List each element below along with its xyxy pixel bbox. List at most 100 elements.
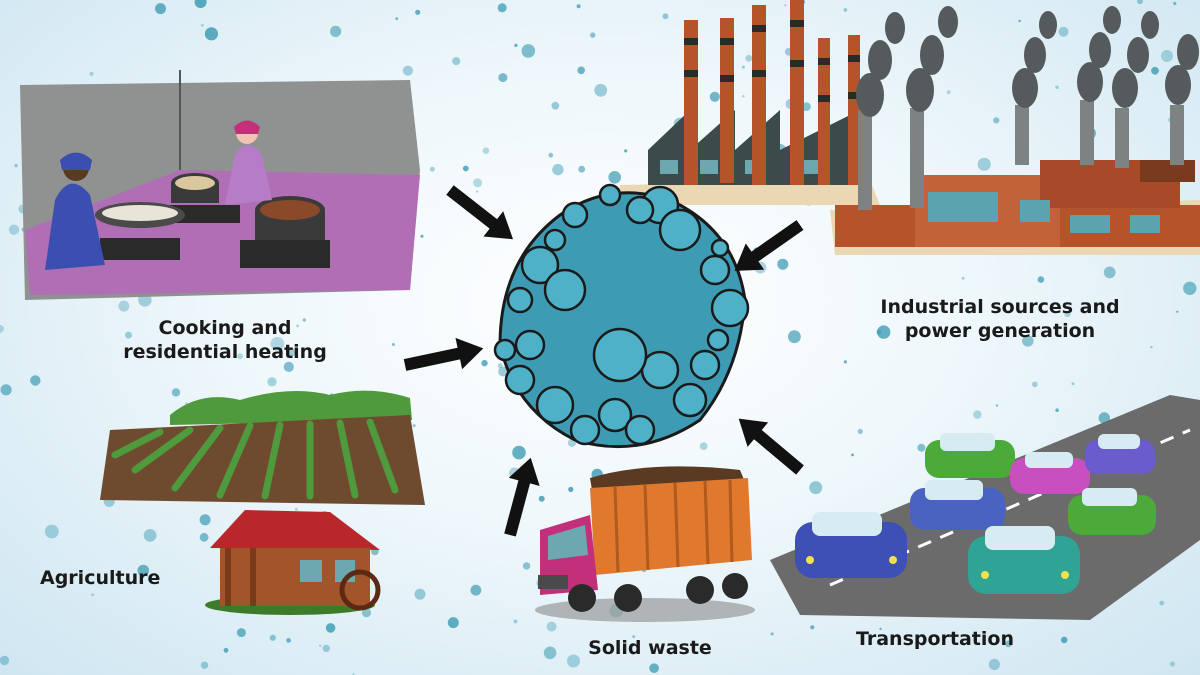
arrow-from-industrial bbox=[734, 220, 804, 271]
droplet bbox=[1137, 0, 1143, 5]
droplet bbox=[843, 360, 848, 364]
treeline bbox=[170, 390, 412, 425]
droplet bbox=[594, 83, 608, 97]
droplet bbox=[1103, 266, 1116, 279]
droplet bbox=[917, 443, 926, 452]
droplet bbox=[294, 507, 298, 511]
label-transportation: Transportation bbox=[855, 628, 1014, 650]
label-cooking-and-residential-heating: Cooking and residential heating bbox=[123, 317, 327, 363]
stove bbox=[240, 240, 330, 268]
droplet bbox=[429, 166, 435, 172]
droplet bbox=[199, 532, 209, 542]
truck-wheel bbox=[686, 576, 714, 604]
droplet bbox=[462, 165, 469, 172]
droplet bbox=[8, 224, 20, 235]
droplet bbox=[118, 300, 130, 312]
truck-wheel bbox=[568, 584, 596, 612]
droplet bbox=[44, 524, 59, 539]
droplet bbox=[30, 375, 41, 386]
droplet bbox=[961, 276, 965, 280]
droplet bbox=[521, 44, 536, 58]
droplet bbox=[788, 330, 801, 344]
water-wheel bbox=[339, 569, 381, 611]
droplet bbox=[143, 529, 157, 542]
droplet bbox=[1151, 66, 1159, 75]
farmhouse bbox=[205, 510, 381, 615]
droplet bbox=[590, 32, 596, 38]
label-agriculture: Agriculture bbox=[40, 567, 161, 589]
droplet bbox=[1032, 381, 1038, 388]
waste-load bbox=[590, 466, 745, 490]
droplet bbox=[514, 43, 518, 48]
droplet bbox=[223, 647, 229, 653]
droplet bbox=[512, 445, 526, 460]
droplet bbox=[412, 424, 416, 428]
droplet bbox=[649, 663, 659, 673]
droplet bbox=[1159, 600, 1165, 606]
car bbox=[1010, 452, 1090, 494]
droplet bbox=[543, 646, 557, 660]
droplet bbox=[538, 495, 545, 502]
droplet bbox=[0, 655, 10, 666]
droplet bbox=[498, 366, 509, 377]
droplet bbox=[802, 102, 811, 111]
droplet bbox=[14, 163, 18, 168]
droplet bbox=[1173, 1, 1177, 6]
droplet bbox=[1064, 310, 1071, 318]
droplet bbox=[414, 588, 426, 600]
droplet bbox=[851, 453, 854, 457]
droplet bbox=[1169, 661, 1176, 667]
droplet bbox=[568, 486, 574, 492]
droplet bbox=[204, 27, 218, 41]
droplet bbox=[546, 621, 557, 632]
droplet bbox=[286, 347, 296, 357]
droplet bbox=[0, 384, 12, 396]
chimneys-striped bbox=[684, 0, 860, 185]
droplet bbox=[567, 654, 580, 668]
droplet bbox=[137, 564, 150, 577]
arrow-from-solid-waste bbox=[504, 457, 540, 537]
arrow-from-transportation bbox=[738, 418, 804, 475]
droplet bbox=[481, 359, 488, 367]
car bbox=[910, 480, 1005, 530]
droplet bbox=[1018, 19, 1021, 23]
droplet bbox=[577, 66, 585, 75]
droplet bbox=[476, 190, 479, 193]
droplet bbox=[1037, 276, 1045, 283]
droplet bbox=[283, 361, 294, 372]
droplet bbox=[522, 562, 531, 570]
droplet bbox=[843, 8, 848, 12]
car bbox=[968, 526, 1080, 594]
droplet bbox=[269, 634, 276, 641]
droplet bbox=[1058, 26, 1069, 37]
droplet bbox=[1176, 310, 1179, 313]
droplet bbox=[473, 178, 483, 188]
droplet bbox=[770, 632, 774, 636]
droplet bbox=[551, 101, 560, 110]
droplet bbox=[302, 318, 306, 322]
droplet bbox=[608, 171, 621, 184]
droplet bbox=[155, 3, 166, 15]
droplet bbox=[199, 514, 211, 526]
droplet bbox=[699, 442, 708, 450]
droplet bbox=[1150, 346, 1153, 349]
droplet bbox=[857, 428, 863, 434]
droplet bbox=[322, 644, 330, 653]
droplet bbox=[325, 623, 336, 633]
crop-rows bbox=[111, 418, 399, 500]
droplet bbox=[624, 149, 628, 153]
label-industrial-sources-and-power-generation: Industrial sources and power generation bbox=[880, 296, 1120, 342]
truck-wheel bbox=[722, 573, 748, 599]
droplet bbox=[810, 625, 815, 630]
droplet bbox=[1161, 50, 1173, 62]
droplet bbox=[296, 324, 299, 328]
arrow-from-cooking-top bbox=[446, 185, 514, 240]
droplet bbox=[742, 95, 745, 98]
droplet bbox=[784, 4, 787, 7]
droplet bbox=[0, 325, 4, 333]
stove bbox=[100, 238, 180, 260]
power-plant bbox=[830, 160, 1200, 255]
truck-wheel bbox=[614, 584, 642, 612]
droplet bbox=[482, 147, 490, 154]
